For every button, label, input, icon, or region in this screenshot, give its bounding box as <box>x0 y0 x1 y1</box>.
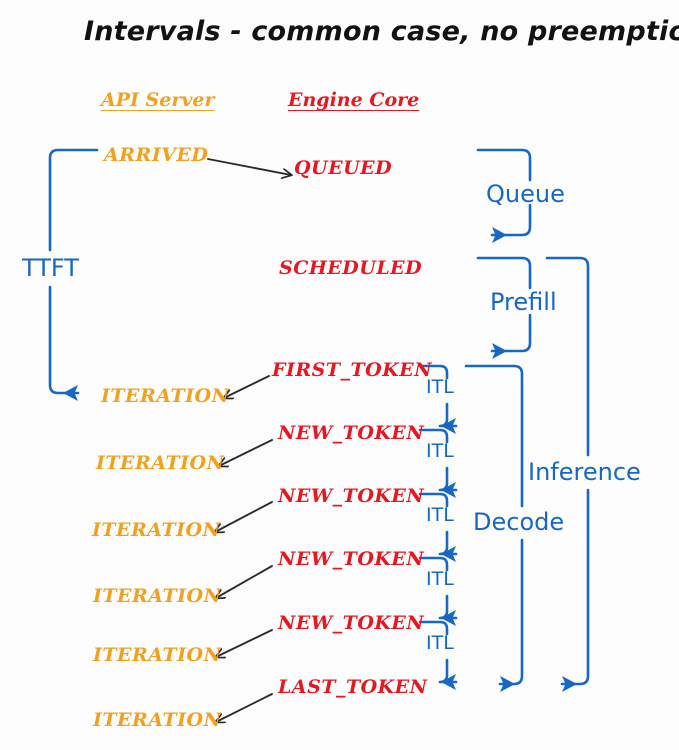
event-last-token: LAST_TOKEN <box>278 676 428 698</box>
interval-decode-bracket <box>464 364 524 684</box>
event-new-token-2: NEW_TOKEN <box>278 485 425 507</box>
arrow-first-token-to-iteration-1 <box>224 375 270 398</box>
event-scheduled: SCHEDULED <box>279 257 423 279</box>
interval-label-itl-3: ITL <box>426 504 454 526</box>
event-queued: QUEUED <box>294 157 393 179</box>
interval-label-inference: Inference <box>528 458 641 486</box>
event-iteration-2: ITERATION <box>96 452 225 474</box>
interval-prefill-bracket <box>478 256 532 351</box>
arrow-arrived-to-queued <box>207 158 291 175</box>
event-first-token: FIRST_TOKEN <box>272 359 433 381</box>
event-new-token-1: NEW_TOKEN <box>278 422 425 444</box>
interval-label-itl-4: ITL <box>426 568 454 590</box>
arrow-new-token-3-to-iteration-4 <box>216 565 273 598</box>
arrow-new-token-4-to-iteration-5 <box>216 629 273 657</box>
interval-itl-5-bracket <box>418 620 456 682</box>
interval-itl-2-bracket <box>418 428 456 490</box>
arrow-last-token-to-iteration-6 <box>216 693 273 722</box>
event-new-token-4: NEW_TOKEN <box>278 612 425 634</box>
event-new-token-3: NEW_TOKEN <box>278 548 425 570</box>
column-header-engine-core: Engine Core <box>288 89 420 111</box>
event-arrived: ARRIVED <box>104 144 209 166</box>
interval-inference-bracket <box>547 256 590 684</box>
interval-queue-bracket <box>478 148 532 235</box>
interval-label-itl-2: ITL <box>426 440 454 462</box>
interval-label-ttft: TTFT <box>22 254 79 282</box>
arrow-new-token-1-to-iteration-2 <box>219 439 273 466</box>
interval-label-decode: Decode <box>473 508 565 536</box>
interval-label-itl-1: ITL <box>426 376 454 398</box>
interval-itl-3-bracket <box>418 492 456 554</box>
column-header-api-server: API Server <box>101 89 215 111</box>
event-iteration-4: ITERATION <box>93 585 222 607</box>
interval-label-itl-5: ITL <box>426 632 454 654</box>
interval-itl-4-bracket <box>418 556 456 618</box>
event-iteration-5: ITERATION <box>93 644 222 666</box>
interval-label-queue: Queue <box>486 180 565 208</box>
interval-label-prefill: Prefill <box>490 288 557 316</box>
interval-itl-1-bracket <box>418 364 456 426</box>
event-iteration-3: ITERATION <box>92 519 221 541</box>
arrow-new-token-2-to-iteration-3 <box>215 501 273 532</box>
event-iteration-6: ITERATION <box>93 709 222 731</box>
interval-ttft-bracket <box>48 148 99 393</box>
event-iteration-1: ITERATION <box>101 385 230 407</box>
diagram-title: Intervals - common case, no preemptions <box>84 16 679 47</box>
